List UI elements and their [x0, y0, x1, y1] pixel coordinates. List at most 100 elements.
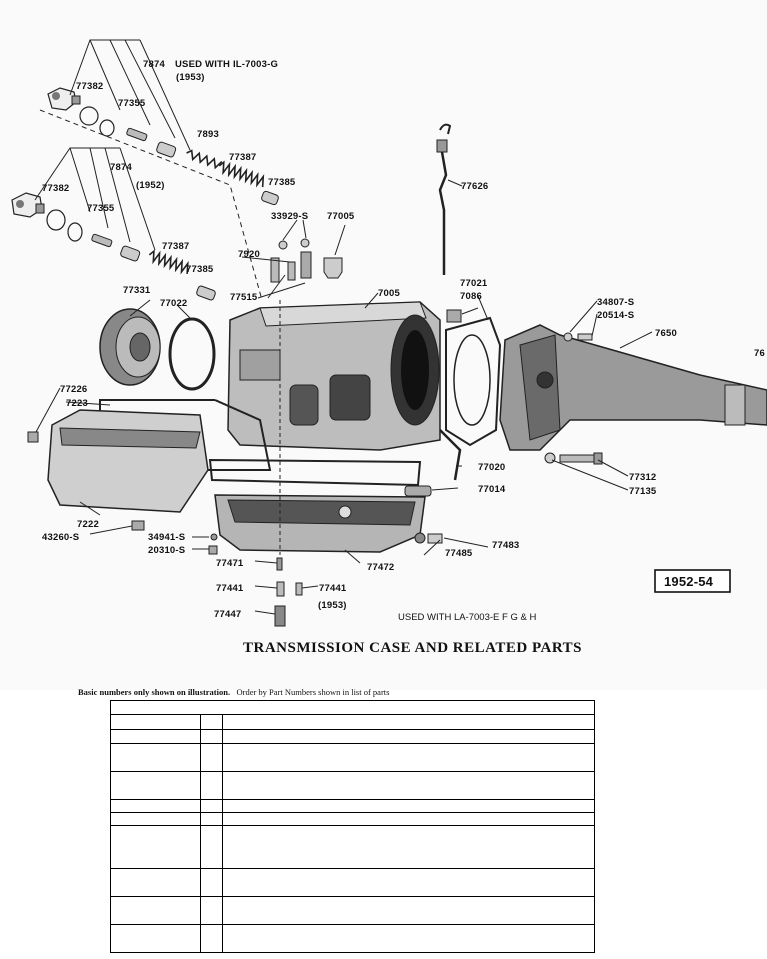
o-ring-77382-a — [79, 106, 99, 126]
exploded-parts-diagram: 7874 USED WITH IL-7003-G (1953) 77382 77… — [11, 39, 767, 656]
oil-pan-77472 — [214, 494, 426, 553]
label-77626: 77626 — [461, 181, 488, 192]
table-row — [110, 743, 595, 773]
label-7874-top: 7874 — [143, 59, 165, 70]
governor-plug-1953 — [47, 87, 81, 111]
table-row — [110, 923, 595, 954]
label-20310-s: 20310-S — [148, 545, 185, 556]
bolt-34807 — [563, 332, 593, 342]
label-77014: 77014 — [478, 484, 506, 495]
label-77135: 77135 — [629, 486, 657, 497]
dipstick-77626 — [436, 123, 452, 275]
label-used-with-la: USED WITH LA-7003-E F G & H — [398, 612, 536, 623]
label-77226: 77226 — [60, 384, 87, 395]
spring-7893 — [186, 149, 223, 170]
label-77021: 77021 — [460, 278, 488, 289]
spring-77387-a — [218, 160, 265, 188]
gasket-7086 — [445, 316, 502, 447]
parts-list-table — [110, 699, 595, 954]
year-box: 1952-54 — [654, 569, 731, 593]
table-row — [110, 867, 595, 897]
label-7005: 7005 — [378, 288, 400, 299]
label-77441-a: 77441 — [216, 583, 244, 594]
pin-a — [126, 127, 148, 142]
spring-77387-b — [148, 249, 189, 275]
label-7223: 7223 — [66, 398, 88, 409]
label-used-with-il: USED WITH IL-7003-G — [175, 59, 278, 70]
table-row — [110, 699, 595, 716]
label-77382-b: 77382 — [42, 183, 69, 194]
label-34807-s: 34807-S — [597, 297, 634, 308]
label-7650: 7650 — [655, 328, 677, 339]
pin-b — [91, 233, 113, 248]
table-row — [110, 771, 595, 801]
ring-77355-b — [67, 222, 83, 242]
table-row — [110, 799, 595, 814]
front-pump-77331 — [99, 308, 161, 386]
label-77355-a: 77355 — [118, 98, 146, 109]
bolt-43260 — [131, 520, 145, 531]
plug-77385-a — [261, 190, 279, 206]
label-20514-s: 20514-S — [597, 310, 634, 321]
label-77483: 77483 — [492, 540, 519, 551]
drain-plug-77485 — [414, 532, 443, 544]
label-7893: 7893 — [197, 129, 219, 140]
caption-bold: Basic numbers only shown on illustration… — [78, 687, 231, 697]
label-77382-a: 77382 — [76, 81, 103, 92]
seal-ring-77022 — [168, 317, 216, 391]
label-77022: 77022 — [160, 298, 187, 309]
table-row — [110, 714, 595, 731]
caption-rest: Order by Part Numbers shown in list of p… — [236, 687, 390, 697]
label-7874-b: 7874 — [110, 162, 132, 173]
transmission-case-7005 — [227, 301, 441, 451]
label-77355-b: 77355 — [87, 203, 115, 214]
governor-plug-1952 — [11, 192, 45, 218]
screws-34941 — [208, 533, 218, 555]
label-7086: 7086 — [460, 291, 482, 302]
label-1952: (1952) — [136, 180, 165, 191]
label-77385-a: 77385 — [268, 177, 296, 188]
label-77471: 77471 — [216, 558, 244, 569]
label-7222: 7222 — [77, 519, 99, 530]
label-77331: 77331 — [123, 285, 151, 296]
label-1953-b: (1953) — [318, 600, 347, 611]
label-77515: 77515 — [230, 292, 258, 303]
table-row — [110, 825, 595, 869]
valve-parts-77441 — [274, 557, 303, 627]
year-box-label: 1952-54 — [664, 574, 714, 589]
label-77441-b: 77441 — [319, 583, 347, 594]
label-7920: 7920 — [238, 249, 260, 260]
label-77447: 77447 — [214, 609, 241, 620]
ring-77355-a — [99, 119, 115, 137]
label-43260-s: 43260-S — [42, 532, 79, 543]
extension-housing-7650 — [499, 324, 767, 451]
label-77472: 77472 — [367, 562, 394, 573]
label-77005: 77005 — [327, 211, 355, 222]
label-77387-a: 77387 — [229, 152, 256, 163]
plug-77385-b — [196, 285, 216, 301]
label-34941-s: 34941-S — [148, 532, 185, 543]
tube-77020 — [439, 429, 462, 481]
breather-77005 — [323, 257, 343, 279]
caption: Basic numbers only shown on illustration… — [78, 687, 389, 697]
figure-title: TRANSMISSION CASE AND RELATED PARTS — [243, 640, 582, 656]
label-77385-b: 77385 — [186, 264, 214, 275]
table-row — [110, 895, 595, 925]
plug-b — [120, 245, 141, 262]
label-1953-top: (1953) — [176, 72, 205, 83]
pan-gasket — [208, 458, 422, 487]
label-77387-b: 77387 — [162, 241, 189, 252]
label-33929-s: 33929-S — [271, 211, 308, 222]
label-76-cut: 76 — [754, 348, 765, 359]
plug-77226 — [27, 431, 39, 443]
valve-studs — [270, 238, 312, 283]
label-77020: 77020 — [478, 462, 505, 473]
table-row — [110, 729, 595, 745]
plug-a — [156, 141, 177, 158]
o-ring-77382-b — [46, 209, 66, 231]
label-77312: 77312 — [629, 472, 656, 483]
fitting-77014 — [404, 485, 432, 497]
bracket-77021 — [446, 309, 462, 323]
label-77485: 77485 — [445, 548, 473, 559]
table-row — [110, 812, 595, 827]
